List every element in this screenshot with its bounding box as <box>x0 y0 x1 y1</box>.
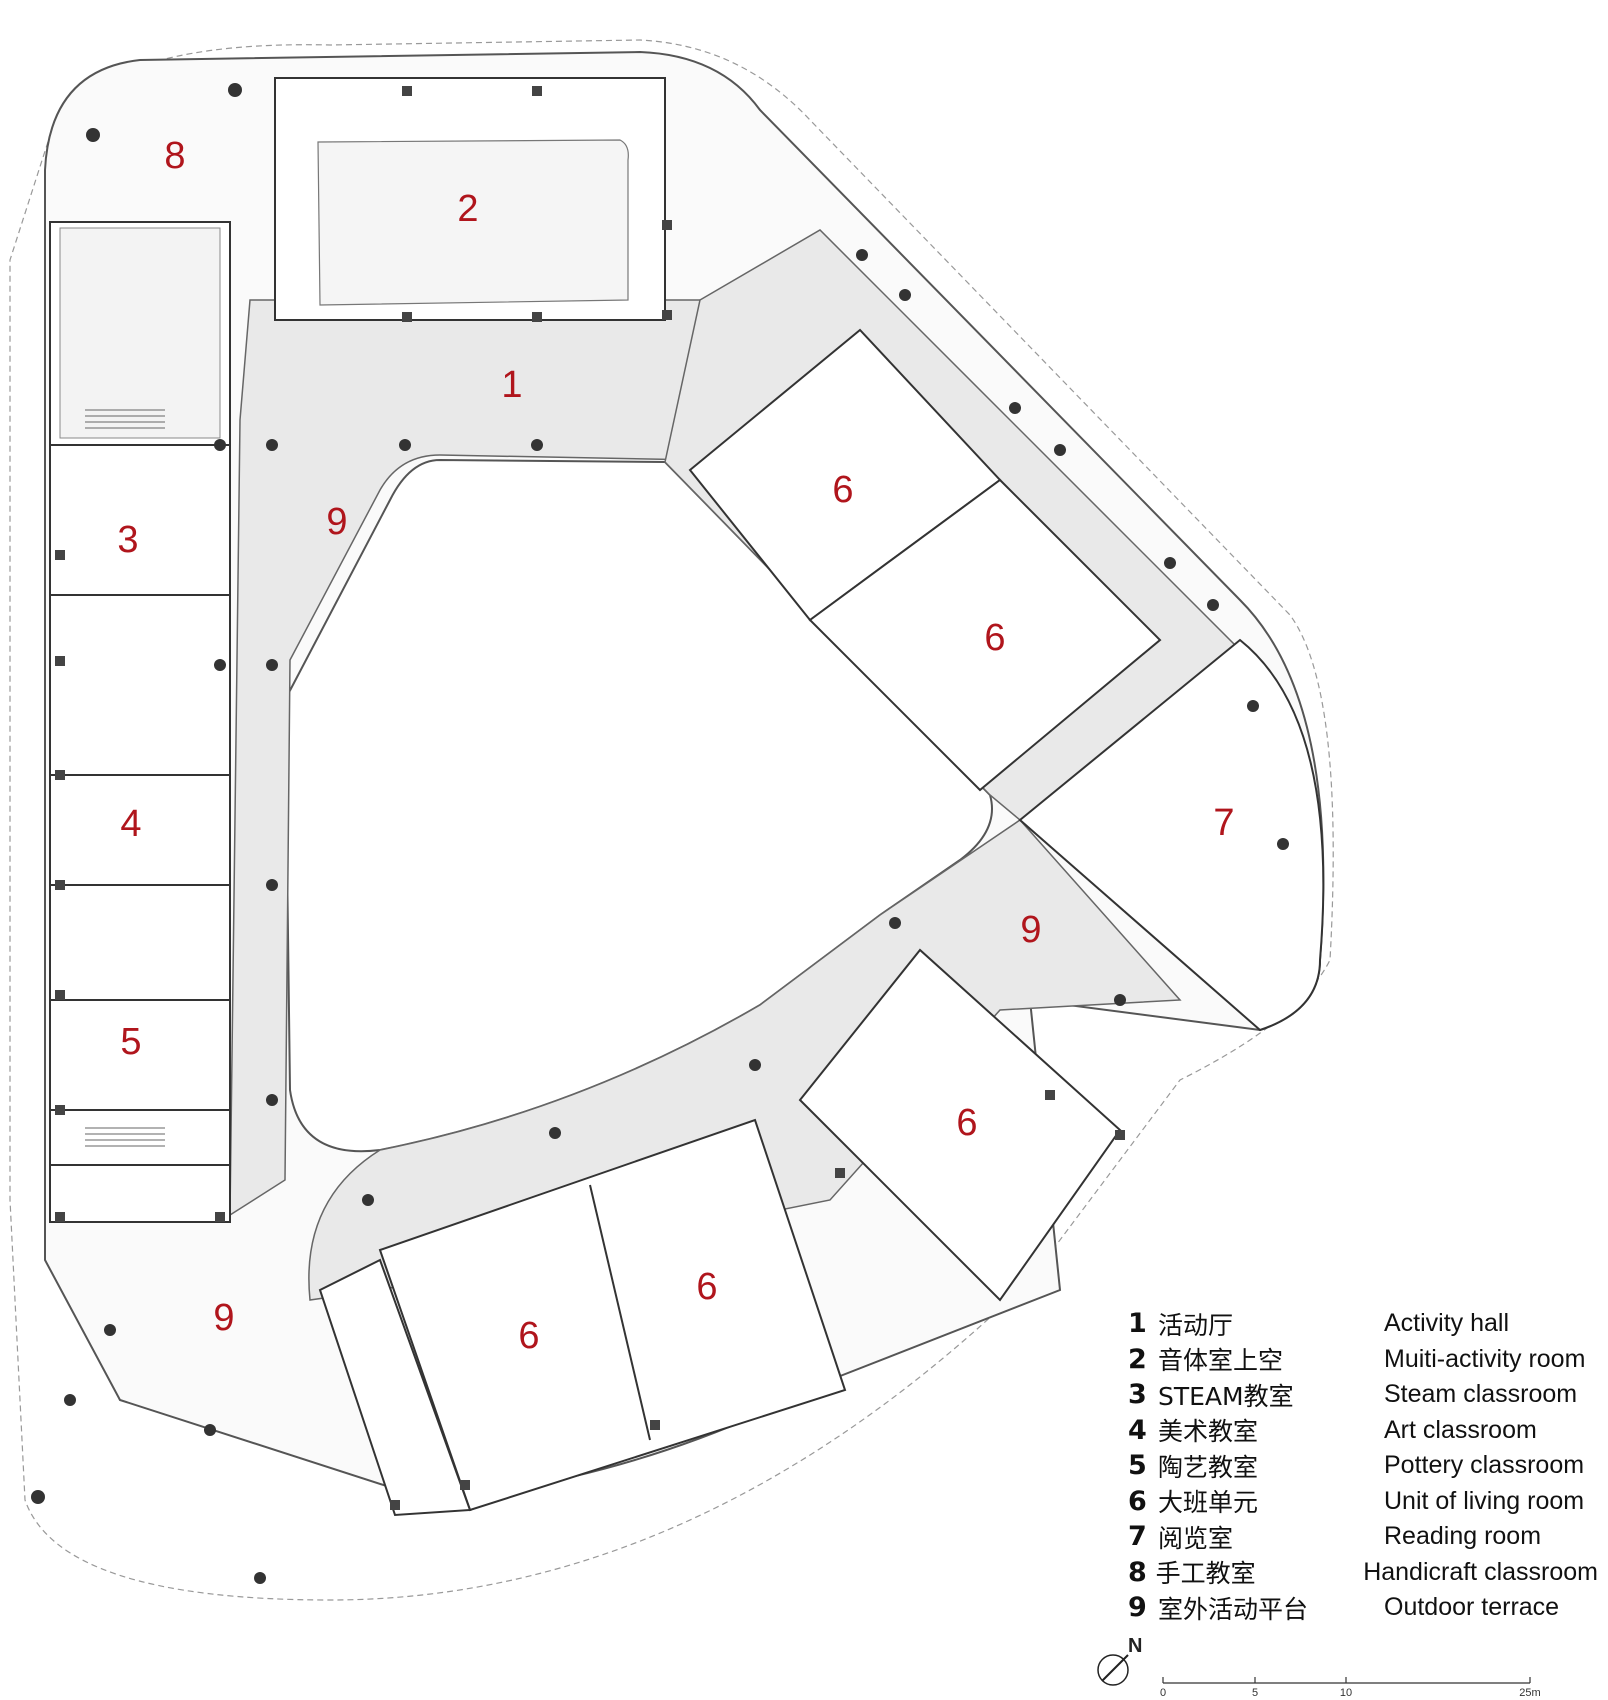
scale-tick-25: 25m <box>1519 1687 1540 1699</box>
legend-row: 7 阅览室 Reading room <box>1128 1519 1598 1555</box>
legend: 1 活动厅 Activity hall 2 音体室上空 Muiti-activity r… <box>1128 1306 1598 1626</box>
plan-label-9a: 9 <box>326 501 347 543</box>
legend-number: 5 <box>1128 1450 1147 1482</box>
legend-number: 3 <box>1128 1379 1147 1411</box>
plan-label-3: 3 <box>117 519 138 561</box>
legend-english-name: Activity hall <box>1384 1309 1510 1338</box>
corridor-floor <box>229 299 701 1217</box>
legend-chinese-name: 美术教室 <box>1158 1417 1259 1447</box>
legend-chinese-name: 阅览室 <box>1158 1523 1234 1553</box>
plan-label-6a: 6 <box>832 469 853 511</box>
unit-s <box>378 1118 847 1512</box>
legend-english-name: Unit of living room <box>1384 1486 1585 1515</box>
legend-english-name: Handicraft classroom <box>1363 1557 1598 1586</box>
legend-row: 1 活动厅 Activity hall <box>1128 1306 1598 1342</box>
plan-label-5: 5 <box>120 1021 141 1063</box>
legend-english-name: Reading room <box>1384 1522 1542 1551</box>
legend-chinese-name: 手工教室 <box>1155 1559 1256 1589</box>
legend-number: 2 <box>1128 1343 1147 1375</box>
plan-label-6c: 6 <box>956 1102 977 1144</box>
legend-english-name: Art classroom <box>1384 1415 1537 1444</box>
plan-label-6b: 6 <box>984 617 1005 659</box>
scale-tick-0: 0 <box>1160 1687 1166 1699</box>
legend-row: 9 室外活动平台 Outdoor terrace <box>1128 1590 1598 1626</box>
legend-number: 1 <box>1128 1308 1147 1340</box>
legend-row: 3 STEAM教室 Steam classroom <box>1128 1377 1598 1413</box>
legend-number: 9 <box>1128 1592 1147 1624</box>
legend-number: 8 <box>1128 1556 1147 1588</box>
legend-number: 7 <box>1128 1521 1147 1553</box>
plan-label-1: 1 <box>501 364 522 406</box>
legend-row: 2 音体室上空 Muiti-activity room <box>1128 1342 1598 1378</box>
legend-english-name: Muiti-activity room <box>1384 1344 1586 1373</box>
legend-row: 4 美术教室 Art classroom <box>1128 1413 1598 1449</box>
scale-tick-10: 10 <box>1340 1687 1352 1699</box>
columns <box>31 83 1289 1584</box>
legend-chinese-name: 室外活动平台 <box>1158 1594 1309 1624</box>
plan-label-6d: 6 <box>696 1266 717 1308</box>
stair-sw <box>318 1258 472 1517</box>
legend-chinese-name: 陶艺教室 <box>1158 1452 1259 1482</box>
legend-english-name: Outdoor terrace <box>1384 1593 1560 1622</box>
stair-hatch <box>85 409 165 1147</box>
legend-chinese-name: 音体室上空 <box>1158 1346 1284 1376</box>
room-labels: 1 2 3 4 5 6 6 6 6 6 7 8 9 9 9 <box>117 135 1234 1357</box>
legend-row: 8 手工教室 Handicraft classroom <box>1128 1555 1598 1591</box>
plan-label-9c: 9 <box>213 1297 234 1339</box>
legend-row: 5 陶艺教室 Pottery classroom <box>1128 1448 1598 1484</box>
legend-english-name: Pottery classroom <box>1384 1451 1585 1480</box>
south-corridor <box>308 819 1182 1301</box>
room-7-outline <box>1018 638 1325 1032</box>
north-label: N <box>1128 1635 1142 1657</box>
plan-label-4: 4 <box>120 803 141 845</box>
scale-bar <box>1162 1677 1531 1684</box>
legend-row: 6 大班单元 Unit of living room <box>1128 1484 1598 1520</box>
scale-tick-5: 5 <box>1252 1687 1258 1699</box>
legend-chinese-name: 活动厅 <box>1158 1310 1234 1340</box>
legend-chinese-name: 大班单元 <box>1158 1488 1259 1518</box>
room-2-void <box>317 139 629 306</box>
plan-label-2: 2 <box>457 188 478 230</box>
legend-chinese-name: STEAM教室 <box>1158 1381 1294 1411</box>
north-arrow-icon: N <box>1097 1635 1142 1686</box>
plan-label-9b: 9 <box>1020 909 1041 951</box>
legend-english-name: Steam classroom <box>1384 1380 1578 1409</box>
plan-label-7: 7 <box>1213 802 1234 844</box>
unit-ne-2 <box>808 478 1162 792</box>
legend-number: 6 <box>1128 1485 1147 1517</box>
plan-label-6e: 6 <box>518 1315 539 1357</box>
plan-label-8: 8 <box>164 135 185 177</box>
legend-number: 4 <box>1128 1414 1147 1446</box>
